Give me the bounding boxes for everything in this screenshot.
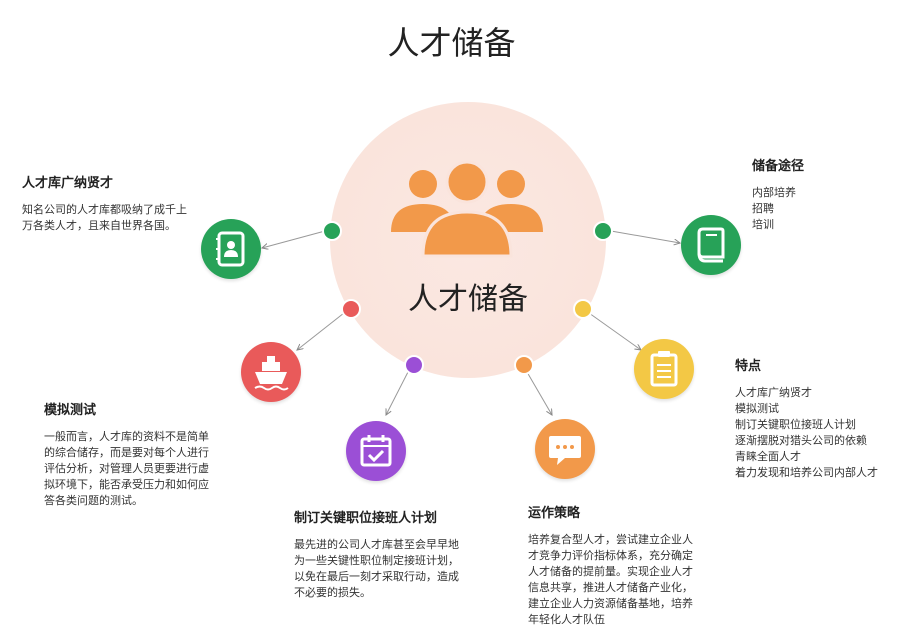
dot-simulation bbox=[341, 299, 361, 319]
strategy-line: 才竞争力评价指标体系，充分确定 bbox=[528, 549, 693, 562]
strategy-heading: 运作策略 bbox=[528, 506, 581, 521]
book-icon bbox=[697, 227, 725, 263]
succession-heading: 制订关键职位接班人计划 bbox=[294, 511, 438, 526]
people-icon bbox=[391, 160, 543, 258]
channels-node bbox=[681, 215, 741, 275]
features-line: 模拟测试 bbox=[735, 402, 779, 415]
strategy-line: 人才储备的提前量。实现企业人才 bbox=[528, 565, 693, 578]
strategy-block: 运作策略 培养复合型人才，尝试建立企业人 才竞争力评价指标体系，充分确定 人才储… bbox=[528, 506, 693, 628]
features-node bbox=[634, 339, 694, 399]
features-line: 青睐全面人才 bbox=[735, 450, 801, 463]
simulation-line: 的综合储存，而是要对每个人进行 bbox=[44, 446, 209, 459]
succession-line: 为一些关键性职位制定接班计划， bbox=[294, 554, 459, 567]
channels-heading: 储备途径 bbox=[752, 159, 805, 174]
dot-strategy bbox=[514, 355, 534, 375]
features-heading: 特点 bbox=[735, 359, 762, 374]
features-line: 逐渐摆脱对猎头公司的依赖 bbox=[735, 434, 867, 447]
talent-pool-line: 万各类人才，且来自世界各国。 bbox=[22, 219, 176, 232]
talent-pool-line: 知名公司的人才库都吸纳了成千上 bbox=[22, 203, 187, 216]
succession-line: 最先进的公司人才库甚至会早早地 bbox=[294, 538, 459, 551]
clipboard-icon bbox=[650, 351, 678, 387]
connector-talent-pool bbox=[262, 230, 326, 248]
features-block: 特点 人才库广纳贤才 模拟测试 制订关键职位接班人计划 逐渐摆脱对猎头公司的依赖… bbox=[735, 359, 878, 481]
connector-strategy bbox=[526, 371, 552, 415]
succession-block: 制订关键职位接班人计划 最先进的公司人才库甚至会早早地 为一些关键性职位制定接班… bbox=[294, 511, 459, 601]
simulation-block: 模拟测试 一般而言，人才库的资料不是简单 的综合储存，而是要对每个人进行 评估分… bbox=[44, 403, 209, 509]
channels-line: 内部培养 bbox=[752, 186, 796, 199]
channels-block: 储备途径 内部培养 招聘 培训 bbox=[752, 159, 804, 233]
talent-pool-heading: 人才库广纳贤才 bbox=[22, 176, 114, 191]
dot-channels bbox=[593, 221, 613, 241]
channels-line: 培训 bbox=[752, 218, 774, 231]
connector-features bbox=[588, 312, 641, 350]
channels-line: 招聘 bbox=[752, 202, 774, 215]
succession-node bbox=[346, 421, 406, 481]
dot-succession bbox=[404, 355, 424, 375]
features-line: 人才库广纳贤才 bbox=[735, 386, 812, 399]
calendar-check-icon bbox=[360, 435, 392, 467]
features-line: 着力发现和培养公司内部人才 bbox=[735, 466, 878, 479]
strategy-line: 信息共享，推进人才储备产业化， bbox=[528, 581, 693, 594]
simulation-line: 答各类问题的测试。 bbox=[44, 494, 143, 507]
simulation-line: 评估分析，对管理人员更要进行虚 bbox=[44, 462, 209, 475]
chat-icon bbox=[549, 436, 581, 465]
simulation-node bbox=[241, 342, 301, 402]
succession-line: 以免在最后一刻才采取行动，造成 bbox=[294, 570, 459, 583]
strategy-node bbox=[535, 419, 595, 479]
connector-succession bbox=[386, 371, 409, 415]
talent-pool-node bbox=[201, 219, 261, 279]
contact-book-icon bbox=[216, 231, 245, 267]
features-line: 制订关键职位接班人计划 bbox=[735, 418, 856, 431]
simulation-line: 拟环境下，能否承受压力和如何应 bbox=[44, 478, 209, 491]
center-label: 人才储备 bbox=[408, 282, 528, 317]
strategy-line: 建立企业人力资源储备基地，培养 bbox=[528, 597, 693, 610]
simulation-heading: 模拟测试 bbox=[44, 403, 97, 418]
talent-pool-block: 人才库广纳贤才 知名公司的人才库都吸纳了成千上 万各类人才，且来自世界各国。 bbox=[22, 176, 187, 234]
dot-features bbox=[573, 299, 593, 319]
strategy-line: 年轻化人才队伍 bbox=[528, 613, 605, 626]
succession-line: 不必要的损失。 bbox=[294, 586, 371, 599]
connector-simulation bbox=[297, 312, 345, 350]
dot-talent-pool bbox=[322, 221, 342, 241]
simulation-line: 一般而言，人才库的资料不是简单 bbox=[44, 430, 209, 443]
page-title: 人才储备 bbox=[387, 24, 516, 62]
strategy-line: 培养复合型人才，尝试建立企业人 bbox=[528, 533, 693, 546]
connector-channels bbox=[610, 230, 680, 243]
ship-icon bbox=[254, 356, 289, 391]
